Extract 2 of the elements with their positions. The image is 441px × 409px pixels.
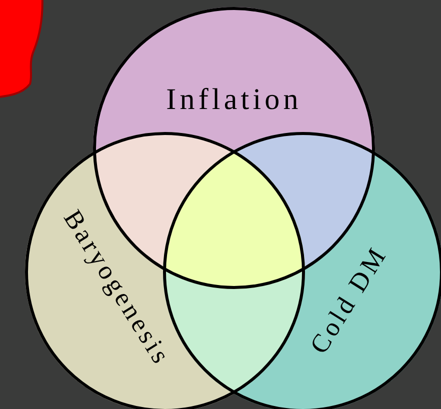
blob-shape [0, 0, 44, 98]
circle-label: Inflation [166, 85, 302, 115]
